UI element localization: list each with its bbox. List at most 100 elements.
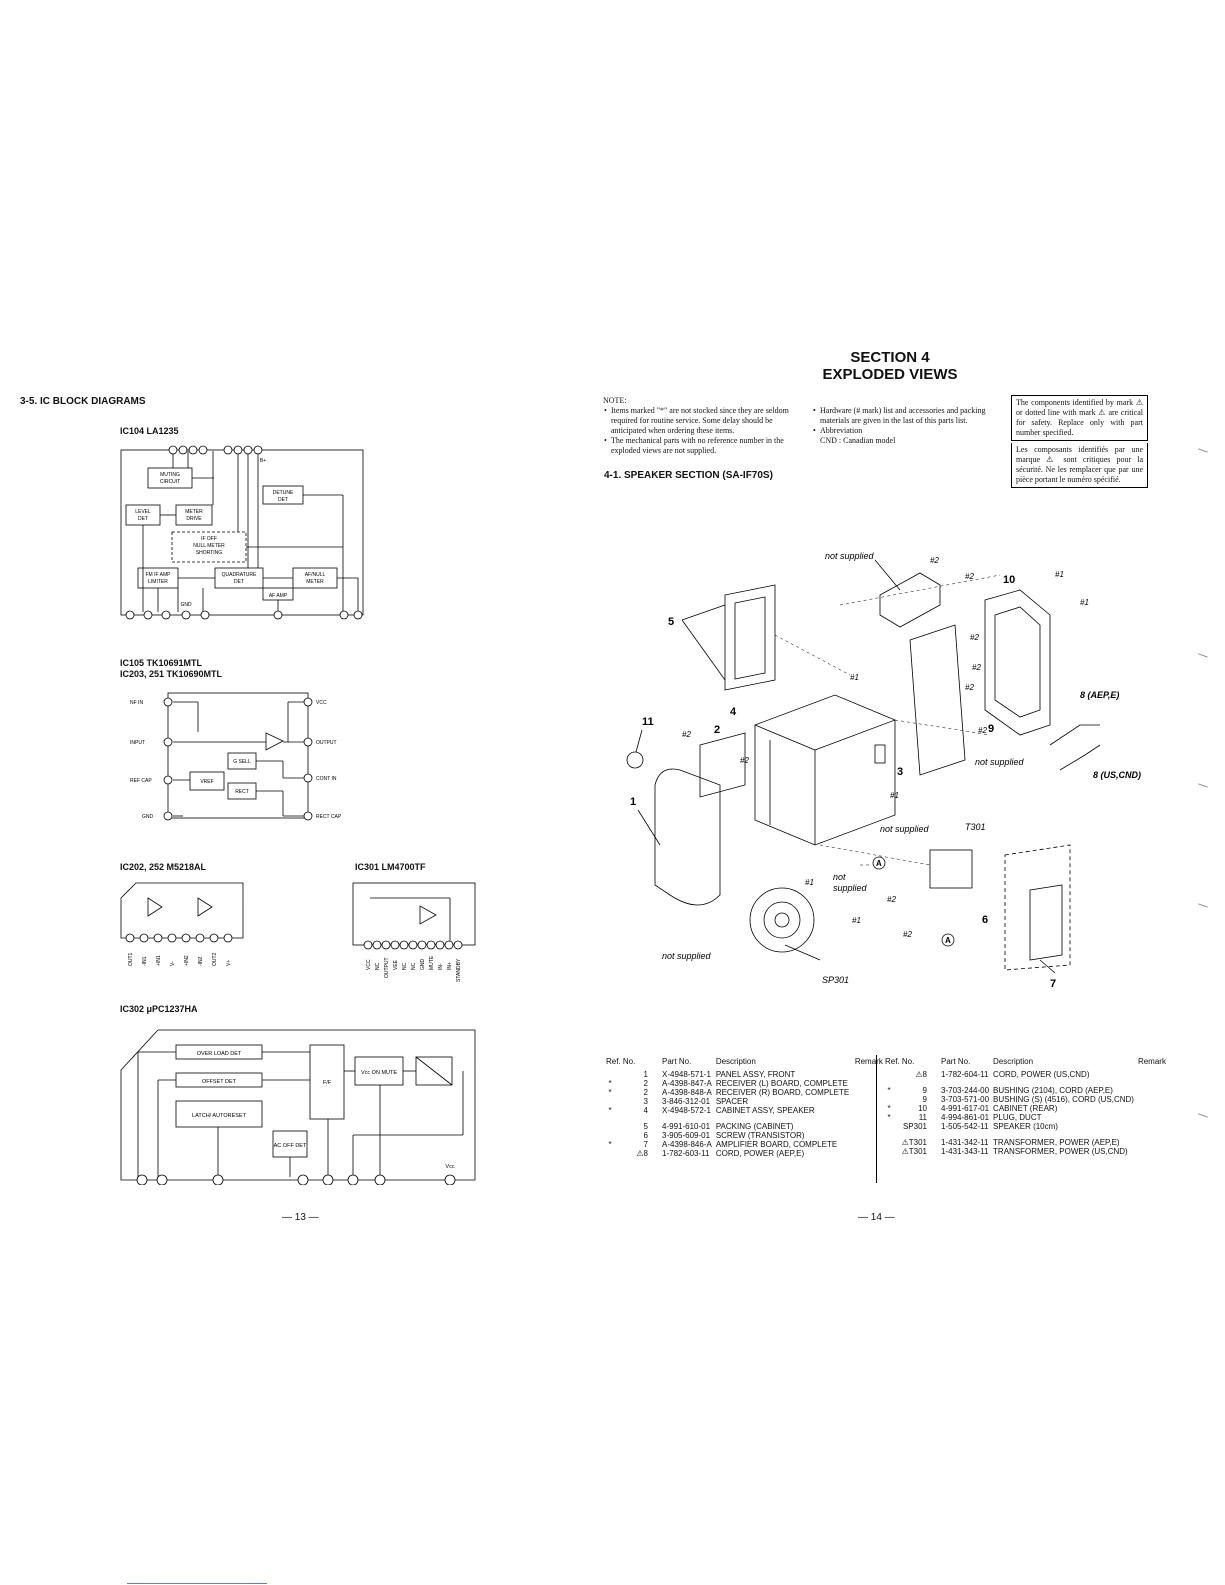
row-description: RECEIVER (L) BOARD, COMPLETE [715,1079,848,1088]
row-part-no: 3-703-244-00 [941,1086,990,1095]
row-ref-no: ⚠8 [915,1070,927,1079]
speaker-part [749,887,815,953]
row-mark: * [887,1113,891,1122]
row-mark: * [608,1140,612,1149]
svg-text:CIRCUIT: CIRCUIT [160,479,180,485]
ic105-pin-nfin: NF IN [130,700,143,706]
row-description: AMPLIFIER BOARD, COMPLETE [715,1140,838,1149]
row-description: CABINET (REAR) [993,1104,1058,1113]
row-remark [853,1140,885,1149]
table-divider [876,1055,877,1183]
label-hash2: #2 [887,895,896,904]
row-part-no: A-4398-848-A [662,1088,712,1097]
ic105-pin-rectcap: RECT CAP [316,814,342,820]
row-part-no: X-4948-571-1 [662,1070,711,1079]
ic302-overload-label: OVER LOAD DET [197,1051,242,1057]
ic302-acoff-label: AC OFF DET [274,1143,307,1149]
row-ref-no: 5 [643,1122,648,1131]
row-remark [853,1149,885,1158]
label-not-supplied: not supplied [880,824,930,834]
row-part-no: A-4398-847-A [662,1079,712,1088]
row-description: PLUG, DUCT [993,1113,1042,1122]
row-mark: * [608,1106,612,1115]
ic203-title: IC203, 251 TK10690MTL [120,669,223,679]
svg-text:AF/NULL: AF/NULL [305,572,326,578]
row-description: PACKING (CABINET) [715,1122,794,1131]
ic302-vcc-label: Vcc [445,1164,454,1170]
callout-3: 3 [897,766,903,778]
ic202-pin-in2-pos: +IN2 [184,955,190,966]
ic301-pin-vcc: VCC [366,959,372,970]
ic104-muting-block [147,467,193,489]
callout-9: 9 [988,723,994,735]
row-ref-no: 11 [918,1113,927,1122]
row-remark [853,1070,885,1079]
callout-8-us: 8 (US,CND) [1093,770,1141,780]
ic105-pin-refcap: REF CAP [130,778,152,784]
row-ref-no: ⚠8 [636,1149,648,1158]
label-hash1: #1 [890,791,899,800]
label-t301: T301 [965,822,986,832]
ic104-title: IC104 LA1235 [120,426,179,436]
ic301-pin-in-pos: IN+ [447,962,453,970]
cabinet-assy-part [754,694,896,846]
ic105-pin-input: INPUT [130,740,145,746]
svg-text:LIMITER: LIMITER [148,579,168,585]
transformer-part [929,849,973,889]
ic202-pin-vplus: V+ [226,960,232,966]
svg-text:NULL METER: NULL METER [193,543,225,549]
ic105-pin-contin: CONT IN [316,776,337,782]
ic105-vref-label: VREF [200,779,213,785]
ic105-block-diagram: NF IN INPUT REF CAP GND VCC OUTPUT CONT … [130,692,342,821]
rear-cabinet-part [984,589,1051,736]
ic202-pin-out2: OUT2 [212,952,218,966]
row-mark [604,1070,616,1079]
note-item: Abbreviation [813,426,997,436]
ic301-pin-nc1: NC [375,962,381,970]
ic301-pin-output: OUTPUT [384,957,390,978]
label-not-supplied: not supplied [975,757,1025,767]
svg-text:not: not [833,872,846,882]
row-part-no: 3-846-312-01 [662,1097,711,1106]
safety-warning-fr: Les composants identifiés par une marque… [1011,443,1148,488]
row-ref-no: 3 [643,1097,648,1106]
ic105-gsell-label: G SELL [233,759,251,765]
row-ref-no: 6 [643,1131,648,1140]
row-ref-no: 2 [643,1088,648,1097]
row-remark [853,1115,885,1131]
edge-tick [1198,783,1208,788]
svg-text:DRIVE: DRIVE [186,516,202,522]
ic301-title: IC301 LM4700TF [355,862,426,872]
row-remark [1136,1079,1168,1095]
row-part-no: 1-431-343-11 [941,1147,989,1156]
row-part-no: 4-991-617-01 [941,1104,990,1113]
svg-text:DETUNE: DETUNE [273,490,294,496]
ic202-block-diagram: OUT1 -IN1 +IN1 V- +IN2 -IN2 OUT2 V+ [120,882,244,966]
callout-11: 11 [642,716,654,728]
row-remark [1136,1095,1168,1104]
row-mark [883,1147,895,1156]
plug-duct-part [626,751,644,769]
row-description: RECEIVER (R) BOARD, COMPLETE [715,1088,850,1097]
section-subtitle: EXPLODED VIEWS [822,366,958,383]
ic302-block-diagram: OVER LOAD DET OFFSET DET LATCH/ AUTORESE… [120,1029,476,1185]
ic202-pin-in1-pos: +IN1 [156,955,162,966]
ic302-offset-label: OFFSET DET [202,1079,237,1085]
row-description: TRANSFORMER, POWER (AEP,E) [993,1138,1120,1147]
notes-column-1: NOTE: Items marked "*" are not stocked s… [603,396,793,456]
row-ref-no: 10 [918,1104,927,1113]
row-ref-no: 4 [643,1106,648,1115]
col-header-ref: Ref. No. [885,1057,915,1066]
svg-text:DET: DET [278,497,288,503]
ic202-pin-in2-neg: -IN2 [198,956,204,966]
row-part-no: X-4948-572-1 [662,1106,711,1115]
callout-4: 4 [730,706,737,718]
